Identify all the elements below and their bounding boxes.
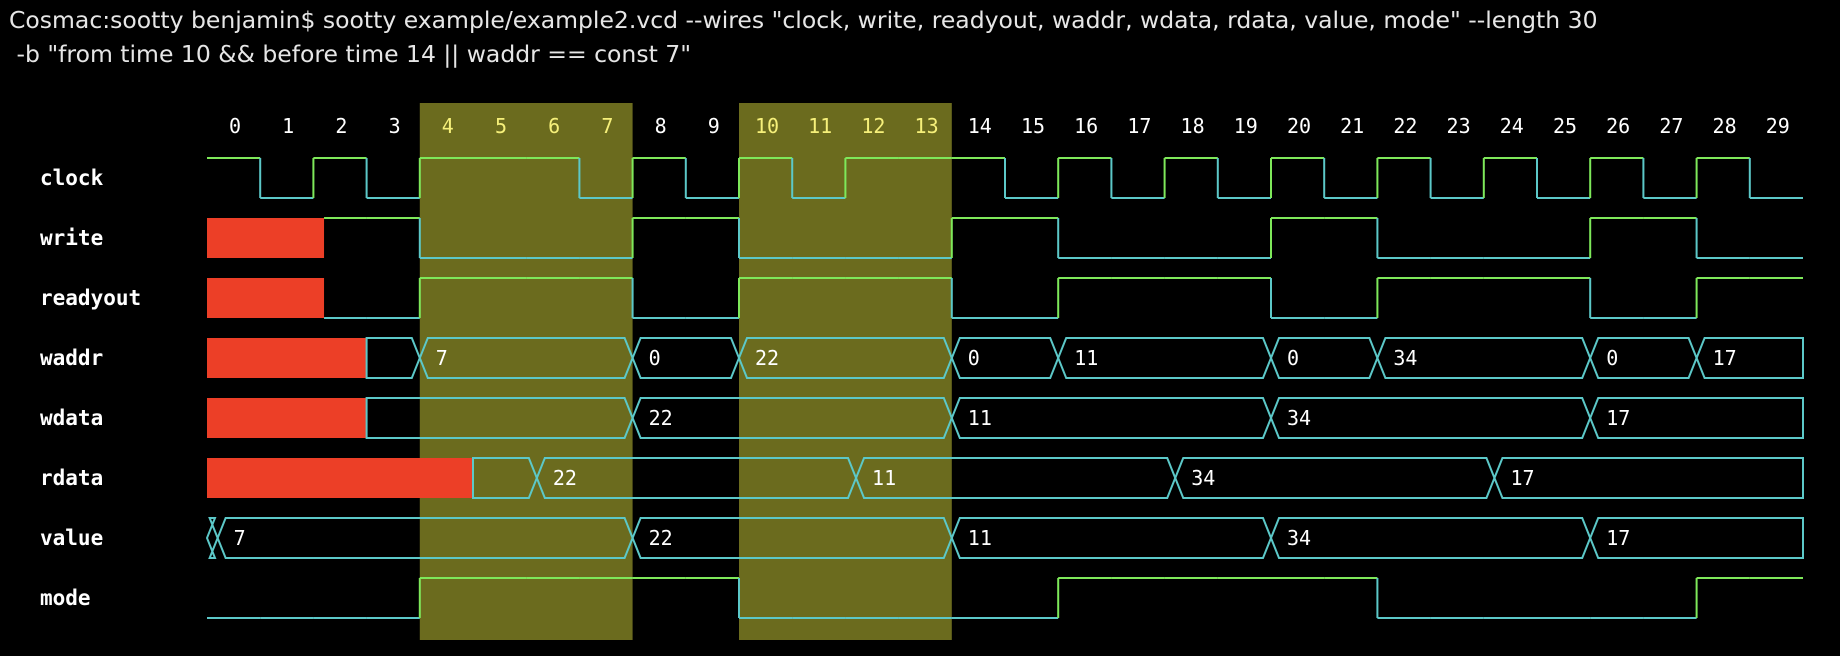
bus-segment — [1589, 517, 1804, 559]
signal-row-rdata: rdata 22 11 34 17 — [40, 457, 1804, 499]
bus-value-label: 0 — [968, 346, 980, 370]
bus-segment — [1493, 457, 1804, 499]
time-tick-label: 27 — [1659, 114, 1683, 138]
bus-value-label: 22 — [649, 526, 673, 550]
time-tick-label: 16 — [1074, 114, 1098, 138]
unknown-value-block — [207, 278, 325, 318]
time-tick-label: 20 — [1287, 114, 1311, 138]
time-tick-label: 28 — [1713, 114, 1737, 138]
time-tick-label: 5 — [495, 114, 507, 138]
bus-value-label: 22 — [755, 346, 779, 370]
time-tick-label: 4 — [442, 114, 454, 138]
bus-value-label: 22 — [649, 406, 673, 430]
time-tick-label: 24 — [1500, 114, 1524, 138]
signal-row-wdata: wdata 22 11 34 17 — [40, 397, 1804, 439]
time-tick-label: 2 — [335, 114, 347, 138]
time-tick-label: 8 — [655, 114, 667, 138]
unknown-value-block — [207, 458, 473, 498]
signal-name: value — [40, 526, 103, 550]
bus-value-label: 7 — [436, 346, 448, 370]
signal-name: readyout — [40, 286, 141, 310]
bus-value-label: 34 — [1191, 466, 1215, 490]
time-tick-label: 22 — [1393, 114, 1417, 138]
unknown-value-block — [207, 398, 367, 438]
bus-value-label: 22 — [553, 466, 577, 490]
bus-value-label: 11 — [872, 466, 896, 490]
bus-value-label: 17 — [1510, 466, 1534, 490]
signal-name: wdata — [40, 406, 103, 430]
bus-value-label: 7 — [234, 526, 246, 550]
time-tick-label: 14 — [968, 114, 992, 138]
highlight-region — [419, 103, 633, 640]
time-tick-label: 25 — [1553, 114, 1577, 138]
highlight-layer — [419, 103, 952, 640]
time-tick-label: 17 — [1127, 114, 1151, 138]
signal-row-write: write — [40, 217, 1803, 259]
command-line: Cosmac:sootty benjamin$ sootty example/e… — [9, 6, 1598, 34]
bus-value-label: 34 — [1287, 406, 1311, 430]
time-tick-label: 6 — [548, 114, 560, 138]
bus-segment — [205, 517, 219, 559]
bus-segment — [1269, 517, 1592, 559]
bus-value-label: 11 — [1074, 346, 1098, 370]
bus-value-label: 0 — [649, 346, 661, 370]
time-tick-label: 7 — [601, 114, 613, 138]
bus-value-label: 11 — [968, 526, 992, 550]
time-tick-label: 13 — [915, 114, 939, 138]
signal-name: waddr — [40, 346, 103, 370]
bus-segment — [1174, 457, 1496, 499]
unknown-value-block — [207, 338, 367, 378]
time-tick-label: 18 — [1181, 114, 1205, 138]
bus-segment — [950, 397, 1273, 439]
signal-row-readyout: readyout — [40, 277, 1803, 319]
signal-name: mode — [40, 586, 91, 610]
time-tick-label: 10 — [755, 114, 779, 138]
signal-row-value: value 7 22 11 34 17 — [40, 517, 1804, 559]
unknown-value-block — [207, 218, 325, 258]
signal-row-mode: mode — [40, 577, 1803, 619]
time-tick-label: 3 — [389, 114, 401, 138]
time-tick-label: 12 — [861, 114, 885, 138]
signal-name: write — [40, 226, 103, 250]
bus-segment — [1695, 337, 1804, 379]
bus-value-label: 0 — [1287, 346, 1299, 370]
bus-segment — [1269, 397, 1592, 439]
time-tick-label: 11 — [808, 114, 832, 138]
command-line-continuation: -b "from time 10 && before time 14 || wa… — [9, 40, 692, 68]
time-tick-label: 19 — [1234, 114, 1258, 138]
time-tick-label: 29 — [1766, 114, 1790, 138]
signal-row-waddr: waddr 7 0 22 0 11 0 34 0 17 — [40, 337, 1804, 379]
time-tick-label: 21 — [1340, 114, 1364, 138]
signal-name: clock — [40, 166, 104, 190]
bus-segment — [365, 337, 421, 379]
bus-value-label: 17 — [1606, 526, 1630, 550]
time-tick-label: 0 — [229, 114, 241, 138]
time-tick-label: 26 — [1606, 114, 1630, 138]
bus-value-label: 34 — [1287, 526, 1311, 550]
time-tick-label: 15 — [1021, 114, 1045, 138]
bus-value-label: 17 — [1713, 346, 1737, 370]
bus-segment — [1589, 397, 1804, 439]
bus-value-label: 34 — [1393, 346, 1417, 370]
time-tick-label: 9 — [708, 114, 720, 138]
bus-value-label: 17 — [1606, 406, 1630, 430]
time-tick-label: 1 — [282, 114, 294, 138]
bus-segment — [950, 517, 1273, 559]
signal-name: rdata — [40, 466, 103, 490]
bus-value-label: 0 — [1606, 346, 1618, 370]
signal-row-clock: clock — [40, 157, 1803, 199]
bus-value-label: 11 — [968, 406, 992, 430]
time-tick-label: 23 — [1447, 114, 1471, 138]
